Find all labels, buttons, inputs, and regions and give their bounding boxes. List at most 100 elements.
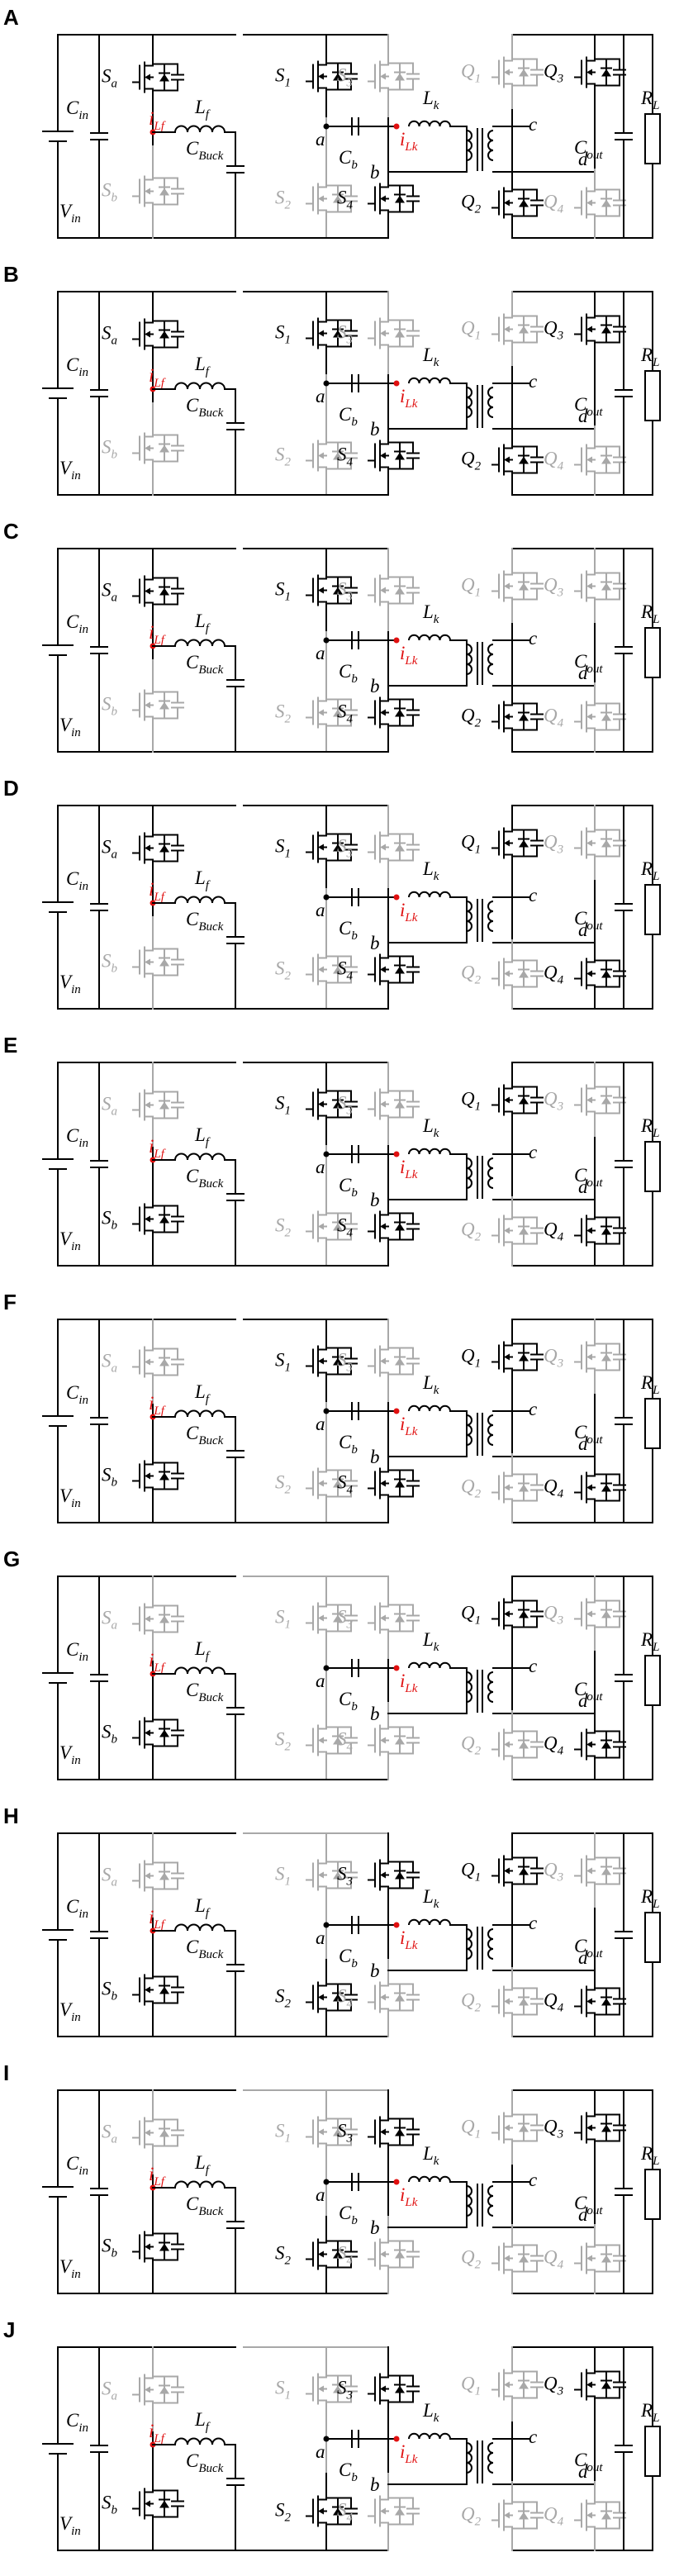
node-a-label: a — [316, 386, 325, 406]
q4-label: Q4 — [544, 1219, 564, 1244]
lk-inductor — [408, 1404, 451, 1412]
lf-inductor — [174, 639, 226, 647]
rl-label: RL — [640, 2143, 659, 2168]
q3-switch: Q3 — [544, 548, 626, 625]
q3-switch: Q3 — [544, 1832, 626, 1909]
circuit-panel-svg: ICinVinSaSbiLfLfCBuckS1S2S3S4abCbiLkLkcd… — [3, 2062, 661, 2294]
transformer-secondary — [487, 2185, 494, 2217]
cb-label: Cb — [339, 661, 358, 686]
node-b-label: b — [370, 1961, 380, 1981]
lk-label: Lk — [422, 1372, 439, 1397]
cb-label: Cb — [339, 404, 358, 429]
node-a-label: a — [316, 2184, 325, 2205]
q1-switch: Q1 — [461, 291, 544, 368]
sa-switch: Sa — [102, 1576, 184, 1662]
s3-switch: S3 — [337, 1832, 420, 1918]
node-a-label: a — [316, 129, 325, 150]
s3-label: S3 — [337, 579, 353, 604]
s4-switch: S4 — [337, 2471, 420, 2551]
q2-switch: Q2 — [461, 1709, 544, 1780]
q3-label: Q3 — [544, 1860, 563, 1884]
sb-label: Sb — [102, 2493, 118, 2517]
q4-switch: Q4 — [544, 2222, 626, 2294]
ilf-label: iLf — [149, 1650, 166, 1675]
cin-label: Cin — [66, 868, 88, 893]
vin-label: Vin — [59, 1229, 81, 1253]
s1-switch: S1 — [275, 1832, 358, 1918]
lk-label: Lk — [422, 1886, 439, 1911]
node-c-label: c — [529, 114, 537, 135]
rl-label: RL — [640, 1629, 659, 1654]
panel-tag: J — [3, 2319, 15, 2342]
sa-label: Sa — [102, 580, 117, 605]
node-c-label: c — [529, 2170, 537, 2190]
q1-switch: Q1 — [461, 1319, 544, 1395]
s4-switch: S4 — [337, 929, 420, 1010]
cb-label: Cb — [339, 1946, 358, 1970]
s2-switch: S2 — [275, 1957, 358, 2037]
lf-label: Lf — [194, 2409, 211, 2434]
q3-label: Q3 — [544, 1346, 563, 1371]
node-d-label: d — [578, 920, 588, 940]
vin-label: Vin — [59, 1742, 81, 1767]
s2-switch: S2 — [275, 2214, 358, 2294]
s1-switch: S1 — [275, 2346, 358, 2431]
transformer-primary — [466, 1414, 472, 1446]
lf-inductor — [174, 2437, 226, 2445]
transformer-secondary — [487, 1157, 494, 1189]
cin-capacitor — [90, 903, 108, 911]
q4-switch: Q4 — [544, 938, 626, 1010]
ilf-label: iLf — [149, 879, 166, 904]
ilf-label: iLf — [149, 1393, 166, 1418]
node-d-label: d — [578, 2204, 588, 2225]
vin-label: Vin — [59, 715, 81, 739]
node-c-label: c — [529, 1142, 537, 1162]
q2-switch: Q2 — [461, 938, 544, 1010]
sa-label: Sa — [102, 323, 117, 348]
q1-switch: Q1 — [461, 1832, 544, 1909]
cin-capacitor — [90, 1674, 108, 1682]
node-c-label: c — [529, 2426, 537, 2447]
cout-capacitor — [615, 2188, 633, 2196]
sb-switch: Sb — [102, 144, 184, 239]
sa-switch: Sa — [102, 1832, 184, 1919]
cbuck-capacitor — [226, 165, 245, 173]
s4-switch: S4 — [337, 1700, 420, 1780]
s2-label: S2 — [275, 958, 292, 983]
sa-switch: Sa — [102, 548, 184, 634]
transformer-primary — [466, 2185, 472, 2217]
node-a-label: a — [316, 1414, 325, 1434]
lk-inductor — [408, 377, 451, 384]
s2-label: S2 — [275, 444, 292, 469]
sa-label: Sa — [102, 2122, 117, 2146]
cbuck-label: CBuck — [186, 1166, 224, 1191]
ilf-label: iLf — [149, 365, 166, 390]
ilk-label: iLk — [400, 2441, 418, 2466]
ilf-label: iLf — [149, 1136, 166, 1161]
cbuck-label: CBuck — [186, 2193, 224, 2218]
circuit-panel-svg: DCinVinSaSbiLfLfCBuckS1S2S3S4abCbiLkLkcd… — [3, 777, 661, 1010]
s2-label: S2 — [275, 1986, 292, 2011]
q1-switch: Q1 — [461, 548, 544, 625]
node-b-label: b — [370, 162, 380, 183]
s1-label: S1 — [275, 1350, 291, 1375]
s3-label: S3 — [337, 1093, 353, 1118]
node-c-label: c — [529, 371, 537, 392]
s4-label: S4 — [337, 1986, 354, 2011]
node-a-label: a — [316, 1671, 325, 1691]
s4-switch: S4 — [337, 159, 420, 239]
q4-label: Q4 — [544, 1990, 564, 2015]
sa-switch: Sa — [102, 1062, 184, 1148]
q4-label: Q4 — [544, 2504, 564, 2529]
s4-switch: S4 — [337, 416, 420, 496]
q3-switch: Q3 — [544, 2346, 626, 2423]
s2-label: S2 — [275, 2500, 292, 2525]
s4-label: S4 — [337, 701, 354, 726]
panel-tag: G — [3, 1548, 20, 1571]
s1-label: S1 — [275, 65, 291, 90]
s4-switch: S4 — [337, 2214, 420, 2294]
q2-switch: Q2 — [461, 424, 544, 496]
lk-label: Lk — [422, 858, 439, 883]
sa-label: Sa — [102, 66, 117, 91]
